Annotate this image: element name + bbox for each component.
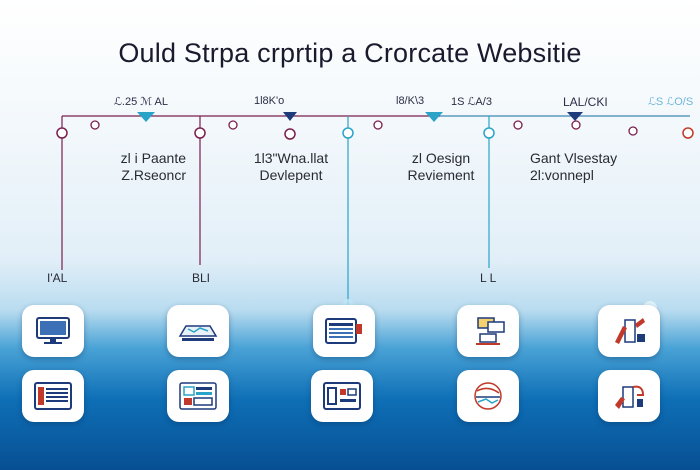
phase-line: 2l:vonnepl <box>530 167 594 183</box>
tools-icon <box>615 318 645 344</box>
milestone-flag <box>137 112 155 122</box>
page-title: Ould Strpa crprtip a Crorcate Websitie <box>118 38 582 68</box>
top-label: ℒ.25 ℳ AL <box>114 96 168 108</box>
phase-line: Z.Rseoncr <box>121 167 186 183</box>
monitor-icon <box>36 317 70 344</box>
side-label: I'AL <box>47 271 68 285</box>
timeline-node <box>56 127 68 139</box>
icon-card <box>167 370 229 422</box>
phase-label: zl Oesign Reviement <box>396 150 486 184</box>
icon-card <box>22 305 84 357</box>
wireframe-icon <box>178 325 218 341</box>
launch-tools-icon <box>615 385 645 409</box>
timeline-node <box>228 120 238 130</box>
phase-label: zl i Paante Z.Rseoncr <box>104 150 186 184</box>
timeline-node <box>373 120 383 130</box>
side-label: BLI <box>192 271 211 285</box>
analytics-globe-icon <box>474 382 502 410</box>
layout-editor-icon <box>325 318 362 344</box>
top-label: LAL/CKI <box>563 95 608 109</box>
timeline-node <box>513 120 523 130</box>
top-label: l8/K\3 <box>396 95 425 107</box>
phase-label: 1l3"Wna.llat Devlepent <box>246 150 336 184</box>
dashboard-icon <box>179 382 217 410</box>
icon-card <box>457 370 519 422</box>
milestone-flag <box>283 112 297 121</box>
phase-line: zl i Paante <box>120 150 186 166</box>
timeline-node <box>194 127 206 139</box>
timeline-node <box>628 126 638 136</box>
icon-card <box>313 305 375 357</box>
milestone-flag <box>425 112 443 122</box>
code-window-icon <box>323 382 361 410</box>
top-label: 1l8K'o <box>254 95 285 107</box>
phase-label: Gant Vlsestay 2l:vonnepl <box>530 150 640 184</box>
icon-card <box>167 305 229 357</box>
top-label: 1S ℒA/3 <box>451 96 492 108</box>
icon-card <box>598 370 660 422</box>
icon-card <box>598 305 660 357</box>
top-label: ℒS ℒO/S <box>648 96 694 108</box>
timeline-node <box>682 127 694 139</box>
timeline-node <box>90 120 100 130</box>
side-label: L L <box>480 271 497 285</box>
browser-layout-icon <box>34 382 72 410</box>
phase-line: Reviement <box>407 167 475 183</box>
icon-card <box>22 370 84 422</box>
timeline-node <box>571 120 581 130</box>
phase-line: Devlepent <box>259 167 323 183</box>
phase-line: 1l3"Wna.llat <box>253 150 329 166</box>
milestone-flag <box>567 112 583 121</box>
timeline-node <box>483 127 495 139</box>
icon-card <box>457 305 519 357</box>
icon-card <box>311 370 373 422</box>
phase-line: Gant Vlsestay <box>530 150 618 166</box>
timeline-node <box>284 128 296 140</box>
phase-line: zl Oesign <box>411 150 471 166</box>
timeline-node <box>342 127 354 139</box>
calendar-stack-icon <box>476 317 505 345</box>
